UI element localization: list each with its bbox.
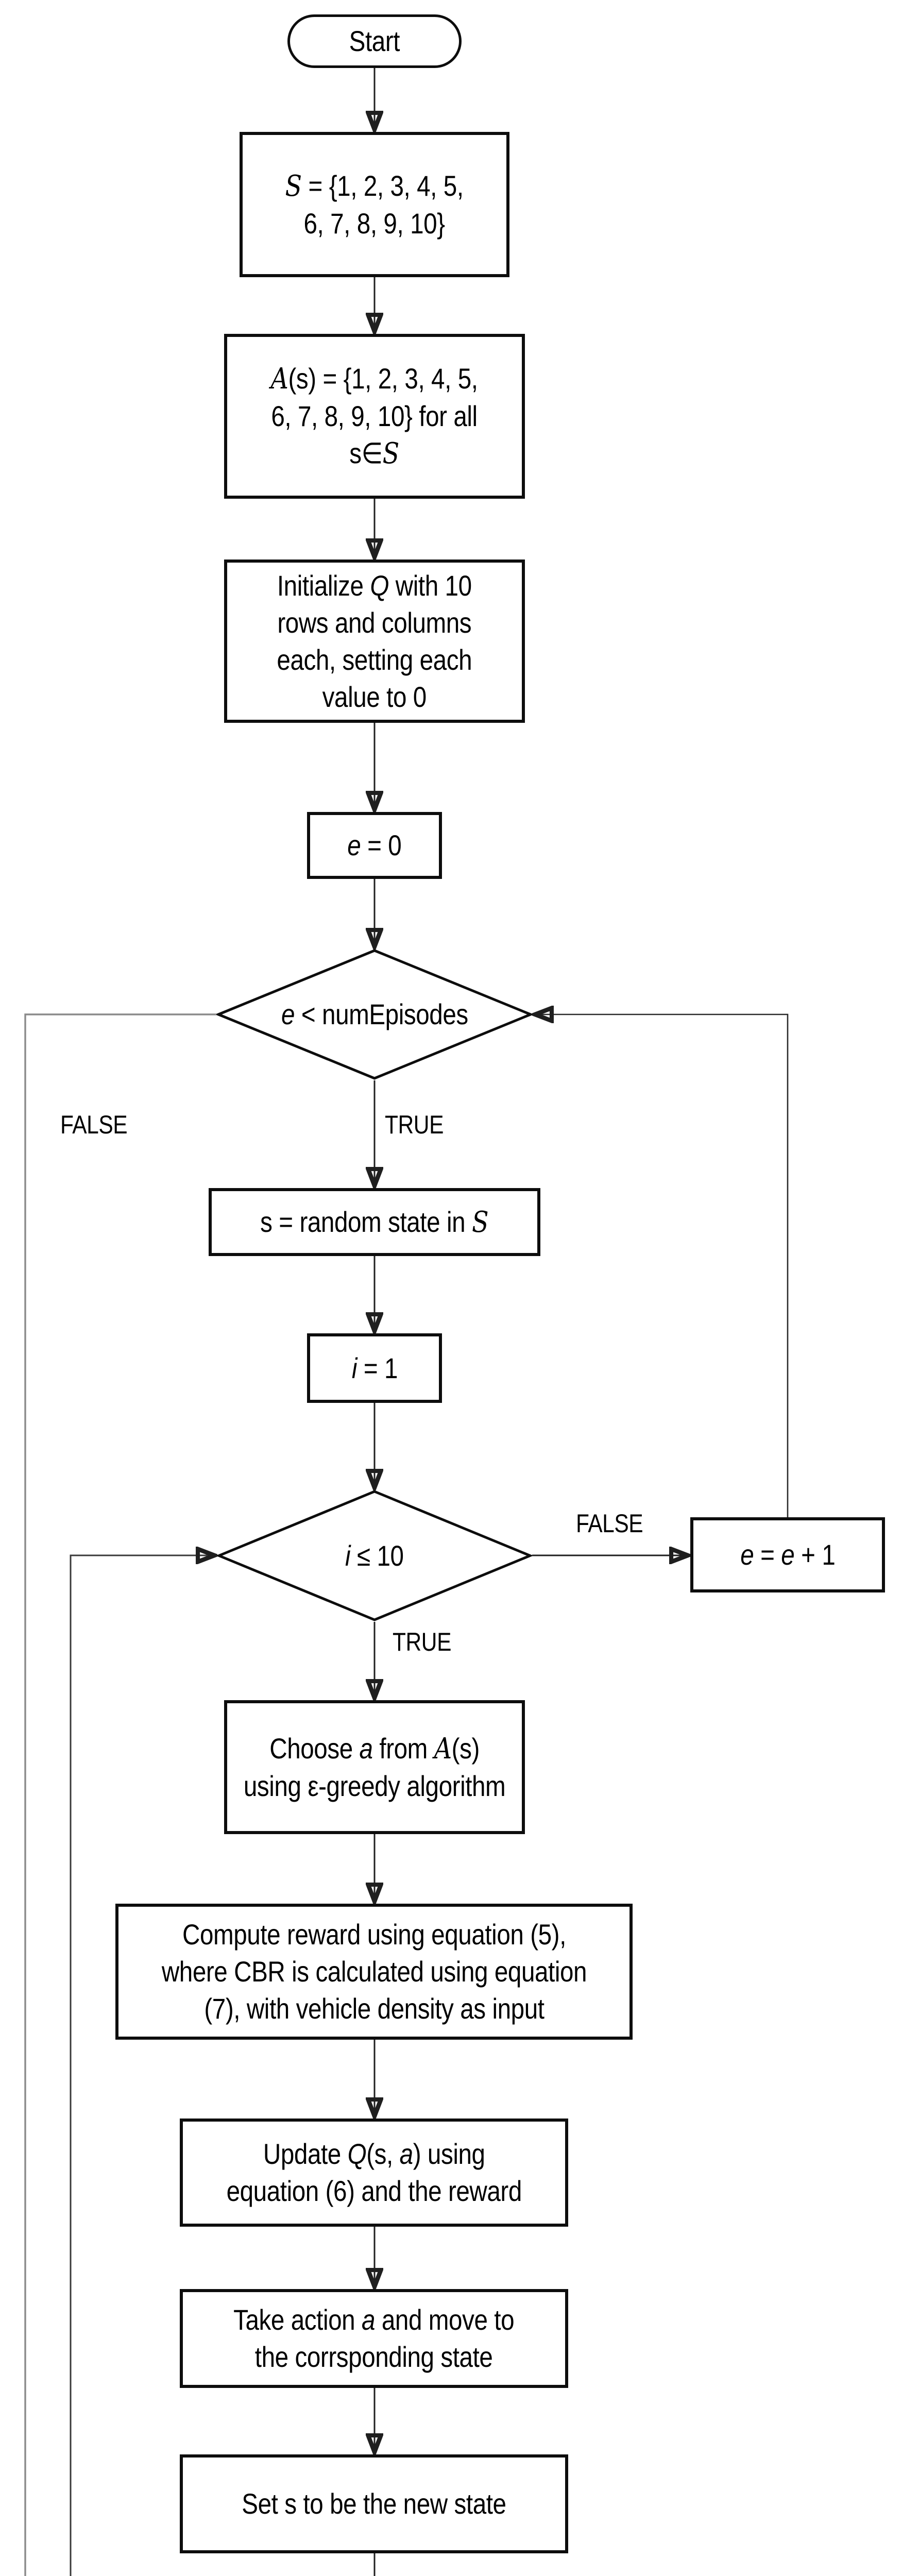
node-random-state-label: s = random state in S bbox=[260, 1205, 489, 1239]
node-iteration-check: i ≤ 10 bbox=[217, 1489, 532, 1622]
node-iteration-check-label: i ≤ 10 bbox=[345, 1539, 404, 1572]
node-choose-action: Choose a from A(s)using ε-greedy algorit… bbox=[224, 1700, 525, 1834]
node-random-state: s = random state in S bbox=[209, 1188, 540, 1256]
node-iteration-counter-init: i = 1 bbox=[307, 1333, 442, 1403]
episode-check-true-label: TRUE bbox=[385, 1110, 444, 1139]
edge-eincrement-return bbox=[536, 1014, 789, 1517]
iteration-check-true-label: TRUE bbox=[393, 1628, 451, 1656]
edge-iincrement-loop bbox=[70, 1555, 271, 2576]
node-set-new-state-label: Set s to be the new state bbox=[242, 2487, 506, 2520]
node-episode-counter-init: e = 0 bbox=[307, 812, 442, 879]
edge-episodecheck-false-to-end bbox=[24, 1013, 216, 2576]
node-compute-reward: Compute reward using equation (5),where … bbox=[115, 1904, 633, 2040]
node-compute-reward-label: Compute reward using equation (5),where … bbox=[161, 1918, 587, 2025]
node-define-states-label: S = {1, 2, 3, 4, 5,6, 7, 8, 9, 10} bbox=[285, 169, 464, 240]
node-choose-action-label: Choose a from A(s)using ε-greedy algorit… bbox=[243, 1732, 506, 1802]
node-set-new-state: Set s to be the new state bbox=[180, 2454, 568, 2553]
node-start: Start bbox=[287, 14, 462, 68]
node-define-actions-label: A(s) = {1, 2, 3, 4, 5,6, 7, 8, 9, 10} fo… bbox=[270, 362, 479, 470]
node-start-label: Start bbox=[349, 25, 400, 57]
node-episode-increment-label: e = e + 1 bbox=[740, 1538, 836, 1571]
node-episode-check-label: e < numEpisodes bbox=[281, 998, 468, 1030]
node-episode-increment: e = e + 1 bbox=[690, 1517, 885, 1592]
iteration-check-false-label: FALSE bbox=[576, 1509, 643, 1538]
node-define-states: S = {1, 2, 3, 4, 5,6, 7, 8, 9, 10} bbox=[240, 132, 509, 277]
episode-check-false-label: FALSE bbox=[60, 1110, 128, 1139]
node-define-actions: A(s) = {1, 2, 3, 4, 5,6, 7, 8, 9, 10} fo… bbox=[224, 334, 525, 499]
node-episode-check: e < numEpisodes bbox=[216, 948, 533, 1080]
iteration-check-diamond-shape bbox=[217, 1490, 532, 1621]
node-episode-counter-init-label: e = 0 bbox=[347, 829, 402, 861]
node-iteration-counter-init-label: i = 1 bbox=[351, 1351, 398, 1384]
episode-check-diamond-shape bbox=[216, 949, 533, 1080]
